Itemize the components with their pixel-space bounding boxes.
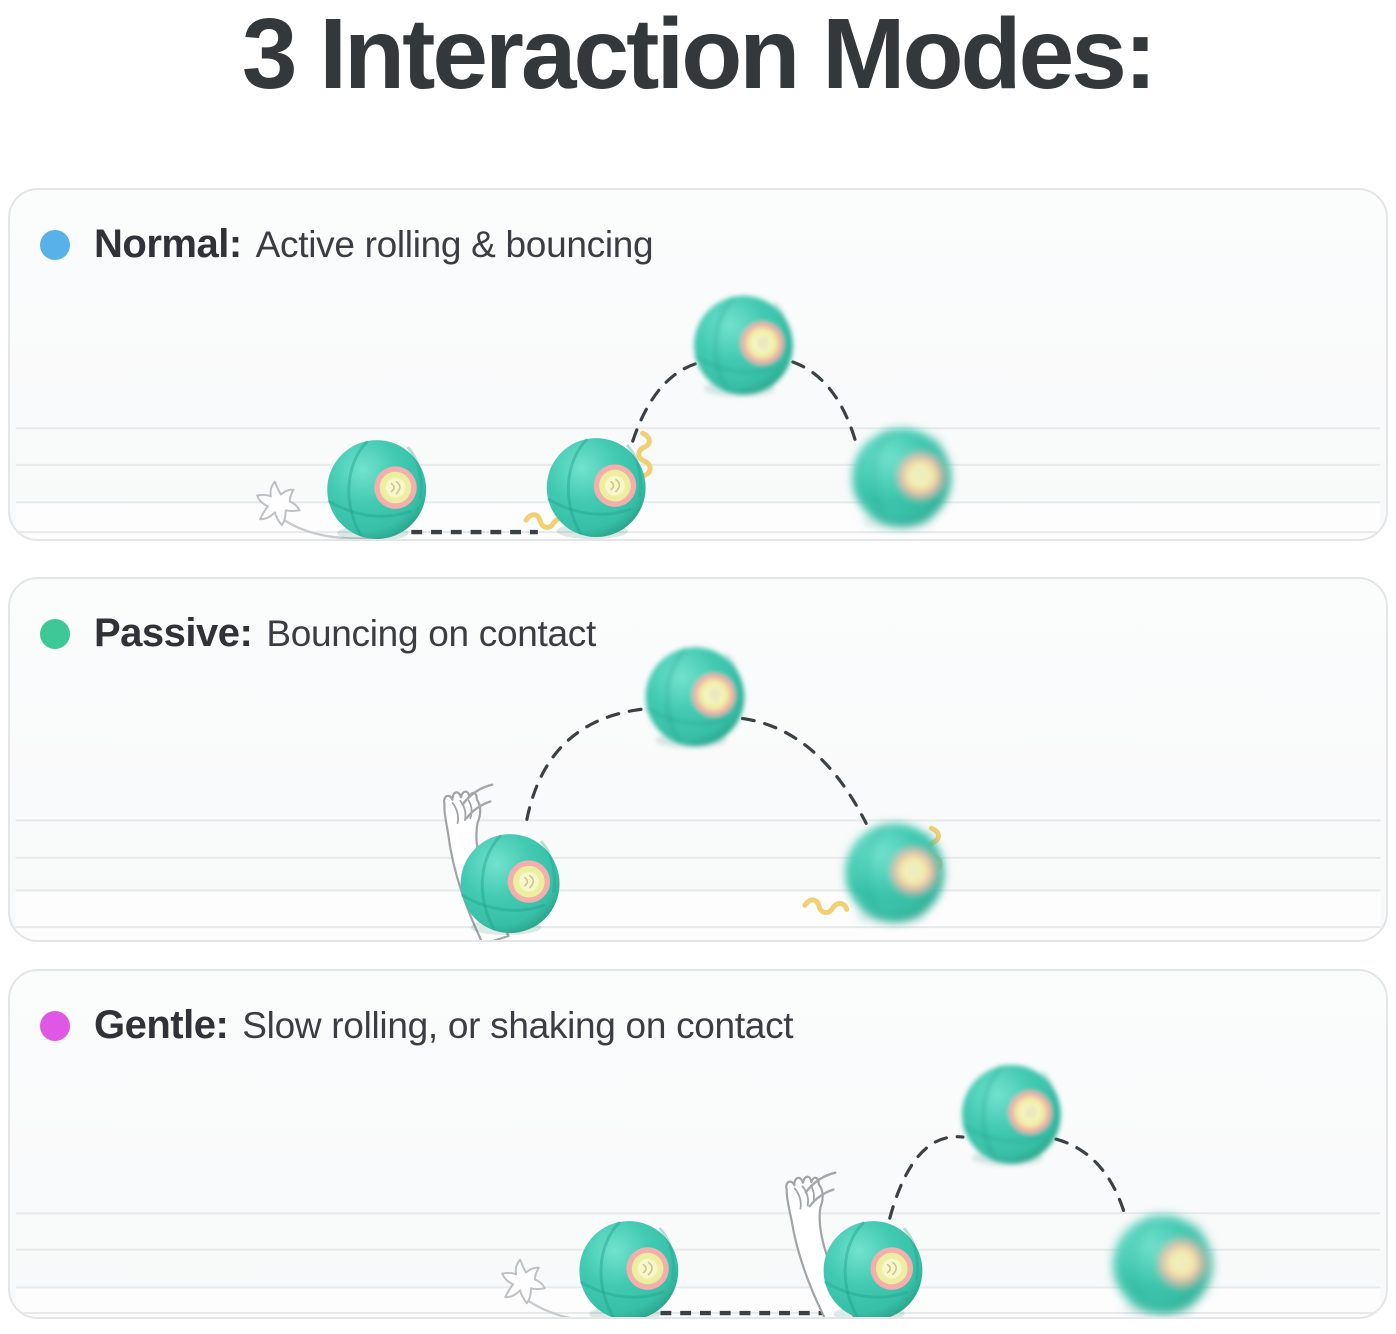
scene-passive — [15, 645, 1381, 940]
floor-strip — [15, 890, 1381, 940]
wall-lines — [15, 427, 1381, 534]
floor-strip — [15, 502, 1381, 539]
mode-header-gentle: Gentle: Slow rolling, or shaking on cont… — [40, 1003, 794, 1048]
ball-rolling — [325, 438, 428, 539]
mode-description-passive: Bouncing on contact — [266, 613, 596, 654]
ball-airborne — [644, 645, 746, 750]
mode-dot-gentle — [40, 1010, 70, 1041]
mode-label-normal: Normal: — [94, 222, 242, 266]
mode-dot-normal — [40, 229, 70, 260]
scene-normal — [15, 294, 1381, 539]
bounce-trajectory-arcs — [888, 1135, 1127, 1220]
ball-airborne — [692, 294, 795, 399]
mode-label-gentle: Gentle: — [94, 1003, 229, 1047]
motion-swoosh-tail — [524, 1298, 572, 1317]
mode-dot-passive — [40, 618, 70, 649]
page-title: 3 Interaction Modes: — [241, 0, 1157, 110]
panel-passive-mode: Passive: Bouncing on contact — [8, 577, 1388, 942]
wall-lines — [15, 819, 1381, 929]
bounce-trajectory-arcs — [631, 360, 857, 443]
ball-airborne — [960, 1063, 1063, 1168]
ball-touched — [822, 1219, 924, 1317]
ball-rolling — [577, 1219, 680, 1317]
mode-description-gentle: Slow rolling, or shaking on contact — [242, 1005, 794, 1046]
mode-description-normal: Active rolling & bouncing — [255, 224, 654, 265]
scene-gentle — [15, 1063, 1381, 1317]
mode-header-normal: Normal: Active rolling & bouncing — [40, 222, 654, 267]
mode-label-passive: Passive: — [94, 611, 253, 655]
mode-header-passive: Passive: Bouncing on contact — [40, 611, 596, 656]
panel-normal-mode: Normal: Active rolling & bouncing — [8, 188, 1388, 541]
bounce-trajectory-arcs — [525, 706, 868, 825]
panel-gentle-mode: Gentle: Slow rolling, or shaking on cont… — [8, 969, 1388, 1319]
